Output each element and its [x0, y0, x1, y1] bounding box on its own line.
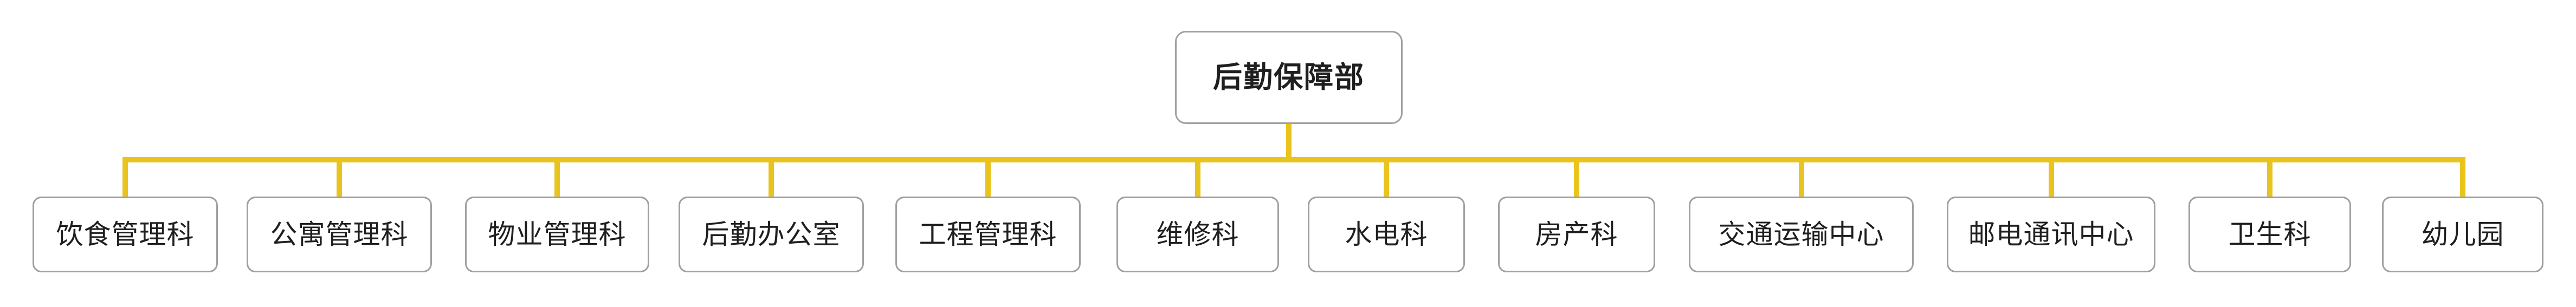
org-node-child-label: 饮食管理科	[56, 219, 195, 250]
connector-child-drop-11	[2460, 162, 2465, 197]
org-node-child-7[interactable]: 房产科	[1498, 197, 1655, 272]
connector-child-drop-2	[554, 162, 560, 197]
org-node-child-label: 交通运输中心	[1718, 219, 1884, 250]
org-node-child-1[interactable]: 公寓管理科	[247, 197, 432, 272]
connector-child-drop-7	[1574, 162, 1579, 197]
org-node-child-label: 工程管理科	[919, 219, 1057, 250]
org-node-child-5[interactable]: 维修科	[1116, 197, 1279, 272]
org-node-child-label: 邮电通讯中心	[1968, 219, 2134, 250]
connector-child-drop-9	[2048, 162, 2054, 197]
org-node-child-11[interactable]: 幼儿园	[2382, 197, 2543, 272]
org-node-child-6[interactable]: 水电科	[1308, 197, 1465, 272]
org-node-child-10[interactable]: 卫生科	[2188, 197, 2351, 272]
org-node-child-2[interactable]: 物业管理科	[465, 197, 649, 272]
org-node-child-4[interactable]: 工程管理科	[895, 197, 1081, 272]
org-node-child-9[interactable]: 邮电通讯中心	[1947, 197, 2155, 272]
org-node-root-label: 后勤保障部	[1213, 61, 1365, 94]
org-node-child-label: 水电科	[1345, 219, 1428, 250]
org-node-child-8[interactable]: 交通运输中心	[1689, 197, 1914, 272]
connector-child-drop-0	[122, 162, 128, 197]
connector-root-drop	[1286, 124, 1292, 157]
connector-child-drop-10	[2267, 162, 2272, 197]
org-node-child-label: 卫生科	[2228, 219, 2312, 250]
org-node-child-3[interactable]: 后勤办公室	[679, 197, 864, 272]
org-node-child-label: 房产科	[1535, 219, 1618, 250]
connector-child-drop-6	[1384, 162, 1389, 197]
org-node-child-label: 幼儿园	[2421, 219, 2504, 250]
org-node-child-label: 维修科	[1156, 219, 1239, 250]
connector-child-drop-1	[337, 162, 342, 197]
connector-child-drop-5	[1195, 162, 1200, 197]
connector-child-drop-3	[769, 162, 774, 197]
org-node-root[interactable]: 后勤保障部	[1175, 31, 1403, 124]
connector-bus	[122, 157, 2465, 162]
org-node-child-0[interactable]: 饮食管理科	[33, 197, 218, 272]
org-node-child-label: 公寓管理科	[270, 219, 409, 250]
org-node-child-label: 物业管理科	[488, 219, 627, 250]
connector-child-drop-4	[985, 162, 991, 197]
org-node-child-label: 后勤办公室	[702, 219, 841, 250]
connector-child-drop-8	[1798, 162, 1804, 197]
